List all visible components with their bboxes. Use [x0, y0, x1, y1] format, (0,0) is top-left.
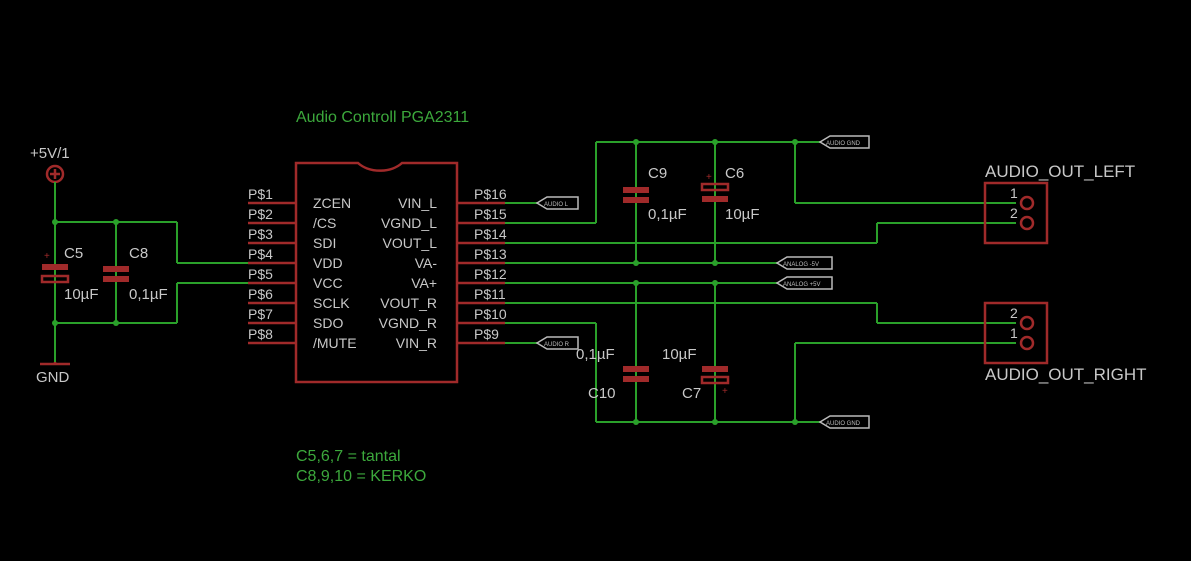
gnd-symbol	[40, 362, 70, 366]
pin-number: P$9	[474, 326, 499, 342]
pin-name: ZCEN	[313, 195, 351, 211]
pin-number: P$13	[474, 246, 507, 262]
c9-name: C9	[648, 165, 667, 182]
capacitor-c9[interactable]	[623, 187, 649, 203]
pin-number: P$8	[248, 326, 273, 342]
pin-number: P$15	[474, 206, 507, 222]
c8-value: 0,1µF	[129, 286, 168, 303]
net-label-va-plus[interactable]: ANALOG +5V	[775, 276, 833, 290]
c7-value: 10µF	[662, 346, 697, 363]
c10-value: 0,1µF	[576, 346, 615, 363]
ic-left-pins	[248, 201, 296, 345]
net-label-text: ANALOG -5V	[783, 262, 819, 268]
pin-number: P$1	[248, 186, 273, 202]
pin-name: VGND_L	[381, 215, 437, 231]
c6-value: 10µF	[725, 206, 760, 223]
net-label-audio-l[interactable]: AUDIO L	[535, 196, 579, 210]
connector-audio-out-right[interactable]	[983, 301, 1049, 365]
pin-name: VOUT_L	[383, 235, 438, 251]
capacitor-c10[interactable]	[623, 366, 649, 382]
svg-text:+: +	[44, 251, 50, 262]
capacitor-c5[interactable]: +	[40, 251, 70, 284]
connector-audio-out-left[interactable]	[983, 181, 1049, 245]
junction	[52, 219, 58, 225]
vcc-symbol	[45, 164, 65, 184]
net-label-text: ANALOG +5V	[783, 282, 821, 288]
pin-name: VIN_L	[398, 195, 437, 211]
c10-name: C10	[588, 385, 616, 402]
junction	[52, 320, 58, 326]
net-label-audio-r[interactable]: AUDIO R	[535, 336, 579, 350]
net-label-gnd-bottom[interactable]: AUDIO GND	[818, 415, 870, 429]
pin-number: P$5	[248, 266, 273, 282]
pin-name: SDI	[313, 235, 336, 251]
pin-number: P$7	[248, 306, 273, 322]
net-label-va-minus[interactable]: ANALOG -5V	[775, 256, 833, 270]
pin-number: P$11	[474, 286, 506, 302]
net-label-text: AUDIO R	[544, 342, 570, 348]
capacitor-c6[interactable]: +	[700, 172, 730, 202]
wires-right	[505, 141, 1016, 423]
net-label-text: AUDIO GND	[826, 141, 861, 147]
c5-name: C5	[64, 245, 83, 262]
c7-name: C7	[682, 385, 701, 402]
pin-name: VOUT_R	[380, 295, 437, 311]
net-label-text: AUDIO L	[544, 202, 569, 208]
pin-number: P$6	[248, 286, 273, 302]
pin-number: P$2	[248, 206, 273, 222]
c6-name: C6	[725, 165, 744, 182]
pin-number: P$12	[474, 266, 507, 282]
junction	[113, 320, 119, 326]
pin-name: /CS	[313, 215, 336, 231]
pin-number: P$10	[474, 306, 507, 322]
vcc-label: +5V/1	[30, 145, 70, 162]
pin-number: P$3	[248, 226, 273, 242]
capacitor-c8[interactable]	[103, 266, 129, 282]
pin-number: P$14	[474, 226, 507, 242]
pin-name: VA+	[411, 275, 437, 291]
connector-right-name: AUDIO_OUT_RIGHT	[985, 365, 1147, 384]
capacitor-c7[interactable]: +	[700, 366, 730, 397]
c9-value: 0,1µF	[648, 206, 687, 223]
gnd-label: GND	[36, 369, 70, 386]
svg-text:+: +	[706, 172, 712, 183]
pin-number: P$16	[474, 186, 507, 202]
note-kerko: C8,9,10 = KERKO	[296, 468, 426, 485]
connector-pin: 2	[1010, 205, 1018, 221]
ic-pga2311[interactable]	[294, 161, 459, 384]
pin-name: SDO	[313, 315, 343, 331]
c5-value: 10µF	[64, 286, 99, 303]
net-label-text: AUDIO GND	[826, 421, 861, 427]
junctions-right	[633, 139, 798, 425]
connector-left-name: AUDIO_OUT_LEFT	[985, 162, 1135, 181]
connector-pin: 1	[1010, 185, 1018, 201]
pin-name: VIN_R	[396, 335, 437, 351]
svg-text:+: +	[722, 386, 728, 397]
pin-name: VA-	[415, 255, 438, 271]
pin-name: VDD	[313, 255, 343, 271]
pin-name: VCC	[313, 275, 343, 291]
c8-name: C8	[129, 245, 148, 262]
schematic-title: Audio Controll PGA2311	[296, 109, 469, 126]
connector-pin: 2	[1010, 305, 1018, 321]
pin-name: SCLK	[313, 295, 350, 311]
connector-pin: 1	[1010, 325, 1018, 341]
net-label-gnd-top[interactable]: AUDIO GND	[818, 135, 870, 149]
pin-name: /MUTE	[313, 335, 357, 351]
junction	[113, 219, 119, 225]
pin-name: VGND_R	[379, 315, 437, 331]
ic-right-pins	[457, 201, 505, 345]
pin-number: P$4	[248, 246, 273, 262]
note-tantal: C5,6,7 = tantal	[296, 448, 401, 465]
